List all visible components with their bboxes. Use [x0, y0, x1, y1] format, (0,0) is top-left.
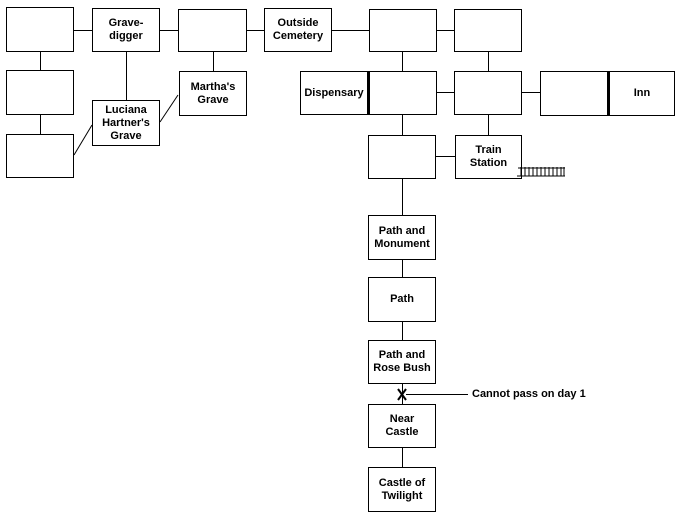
- node-label: Martha's Grave: [190, 80, 236, 106]
- node-train-station: Train Station: [455, 135, 522, 179]
- connector-line: [488, 52, 489, 71]
- connector-line: [402, 322, 403, 340]
- thick-wall-divider: [607, 72, 610, 115]
- node-dispensary-block: Dispensary: [300, 71, 437, 115]
- node-near-castle: Near Castle: [368, 404, 436, 448]
- blocked-note-label: Cannot pass on day 1: [472, 388, 586, 400]
- node-label: Train Station: [469, 144, 508, 169]
- node-label: Path and Rose Bush: [373, 349, 431, 374]
- node-empty-6: [370, 72, 436, 114]
- node-label: Near Castle: [385, 413, 419, 438]
- node-empty-8: [541, 72, 607, 115]
- node-label: Dispensary: [304, 86, 364, 99]
- node-label: Outside Cemetery: [272, 17, 324, 42]
- connector-line: [436, 156, 455, 157]
- node-label: Grave- digger: [108, 17, 144, 42]
- annotation-pointer-line: [406, 394, 468, 395]
- node-inn: Inn: [610, 72, 674, 115]
- node-label: Luciana Hartner's Grave: [102, 103, 150, 142]
- connector-line: [402, 115, 403, 135]
- node-marthas-grave: Martha's Grave: [179, 71, 247, 116]
- node-path: Path: [368, 277, 436, 322]
- node-path-and-monument: Path and Monument: [368, 215, 436, 260]
- node-empty-2: [178, 9, 247, 52]
- connector-line: [247, 30, 264, 31]
- connector-line: [437, 92, 454, 93]
- node-label: Path: [390, 293, 414, 305]
- connector-line: [40, 115, 41, 134]
- node-outside-cemetery: Outside Cemetery: [264, 8, 332, 52]
- node-path-and-rose-bush: Path and Rose Bush: [368, 340, 436, 384]
- connector-line: [522, 92, 540, 93]
- node-empty-4: [454, 9, 522, 52]
- connector-line: [402, 52, 403, 71]
- node-label: Inn: [633, 87, 651, 99]
- node-inn-block: Inn: [540, 71, 675, 116]
- node-empty-3: [369, 9, 437, 52]
- node-empty-1: [6, 7, 74, 52]
- connector-line: [160, 30, 178, 31]
- node-label: Castle of Twilight: [378, 476, 426, 502]
- node-label: Path and Monument: [374, 224, 430, 250]
- node-grave-digger: Grave- digger: [92, 8, 160, 52]
- connector-line: [332, 30, 369, 31]
- connector-line: [402, 260, 403, 277]
- node-empty-10: [368, 135, 436, 179]
- connector-line: [74, 30, 92, 31]
- node-castle-of-twilight: Castle of Twilight: [368, 467, 436, 512]
- connector-line: [437, 30, 454, 31]
- node-empty-9: [6, 134, 74, 178]
- thick-wall-divider: [367, 72, 370, 114]
- connector-line: [40, 52, 41, 70]
- node-empty-5: [6, 70, 74, 115]
- connector-line: [488, 115, 489, 135]
- node-empty-7: [454, 71, 522, 115]
- node-luciana-hartners-grave: Luciana Hartner's Grave: [92, 100, 160, 146]
- connector-line: [402, 179, 403, 215]
- connector-line: [402, 384, 403, 404]
- railroad-tracks-icon: [517, 167, 565, 177]
- connector-line: [402, 448, 403, 467]
- node-dispensary: Dispensary: [301, 72, 367, 114]
- connector-line: [126, 52, 127, 100]
- connector-line: [213, 52, 214, 71]
